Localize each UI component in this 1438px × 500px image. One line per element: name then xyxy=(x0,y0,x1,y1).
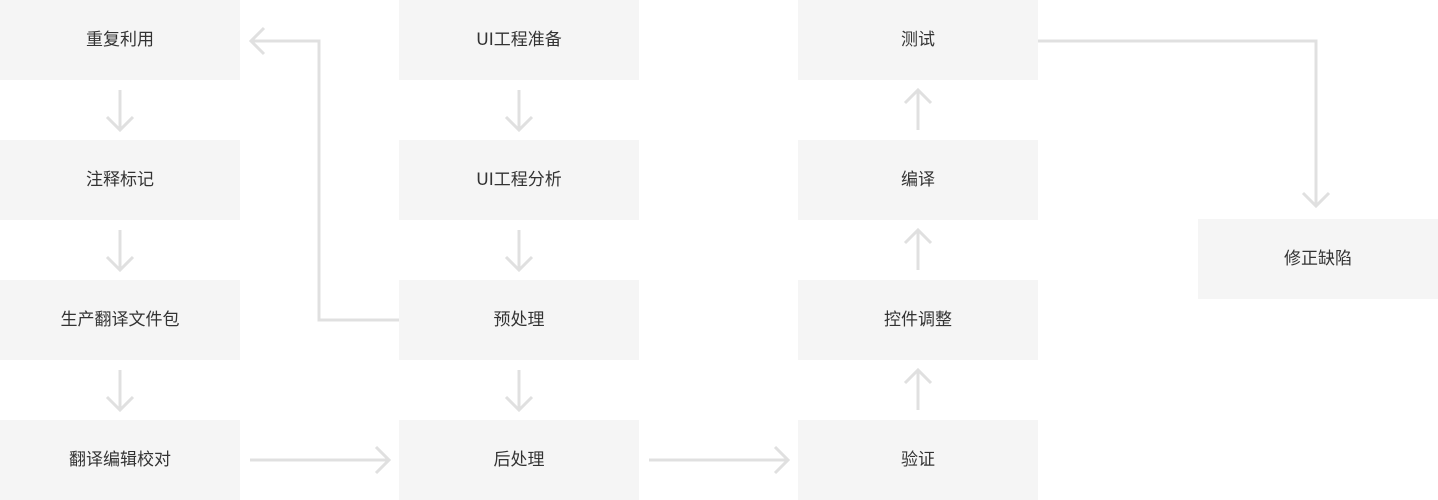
node-test-label: 测试 xyxy=(901,29,935,50)
arrow-analyze-to-preprocess xyxy=(504,230,534,273)
arrow-prep-to-analyze xyxy=(504,90,534,133)
node-edit: 翻译编辑校对 xyxy=(0,420,240,500)
node-analyze: UI工程分析 xyxy=(399,140,639,220)
arrow-postprocess-to-verify xyxy=(649,445,791,475)
node-package-label: 生产翻译文件包 xyxy=(60,309,180,330)
arrow-test-to-fix xyxy=(1038,39,1331,209)
node-package: 生产翻译文件包 xyxy=(0,280,240,360)
node-test: 测试 xyxy=(798,0,1038,80)
arrow-compile-to-test xyxy=(903,87,933,130)
node-compile-label: 编译 xyxy=(901,169,935,190)
node-prep-label: UI工程准备 xyxy=(476,29,562,50)
node-verify: 验证 xyxy=(798,420,1038,500)
arrow-adjust-to-compile xyxy=(903,227,933,270)
node-edit-label: 翻译编辑校对 xyxy=(69,449,171,470)
node-postprocess-label: 后处理 xyxy=(493,449,545,470)
node-preprocess-label: 预处理 xyxy=(493,309,545,330)
node-prep: UI工程准备 xyxy=(399,0,639,80)
arrow-preprocess-to-reuse xyxy=(248,26,399,322)
node-annotate-label: 注释标记 xyxy=(86,169,154,190)
node-analyze-label: UI工程分析 xyxy=(476,169,562,190)
arrow-preprocess-to-postprocess xyxy=(504,370,534,413)
node-compile: 编译 xyxy=(798,140,1038,220)
arrow-edit-to-postprocess xyxy=(250,445,392,475)
node-adjust-label: 控件调整 xyxy=(884,309,952,330)
node-fix: 修正缺陷 xyxy=(1198,219,1438,299)
node-reuse-label: 重复利用 xyxy=(86,29,154,50)
node-annotate: 注释标记 xyxy=(0,140,240,220)
node-verify-label: 验证 xyxy=(901,449,935,470)
node-reuse: 重复利用 xyxy=(0,0,240,80)
arrow-annotate-to-package xyxy=(105,230,135,273)
node-postprocess: 后处理 xyxy=(399,420,639,500)
arrow-verify-to-adjust xyxy=(903,367,933,410)
arrow-package-to-edit xyxy=(105,370,135,413)
node-fix-label: 修正缺陷 xyxy=(1284,248,1352,269)
node-preprocess: 预处理 xyxy=(399,280,639,360)
arrow-reuse-to-annotate xyxy=(105,90,135,133)
node-adjust: 控件调整 xyxy=(798,280,1038,360)
